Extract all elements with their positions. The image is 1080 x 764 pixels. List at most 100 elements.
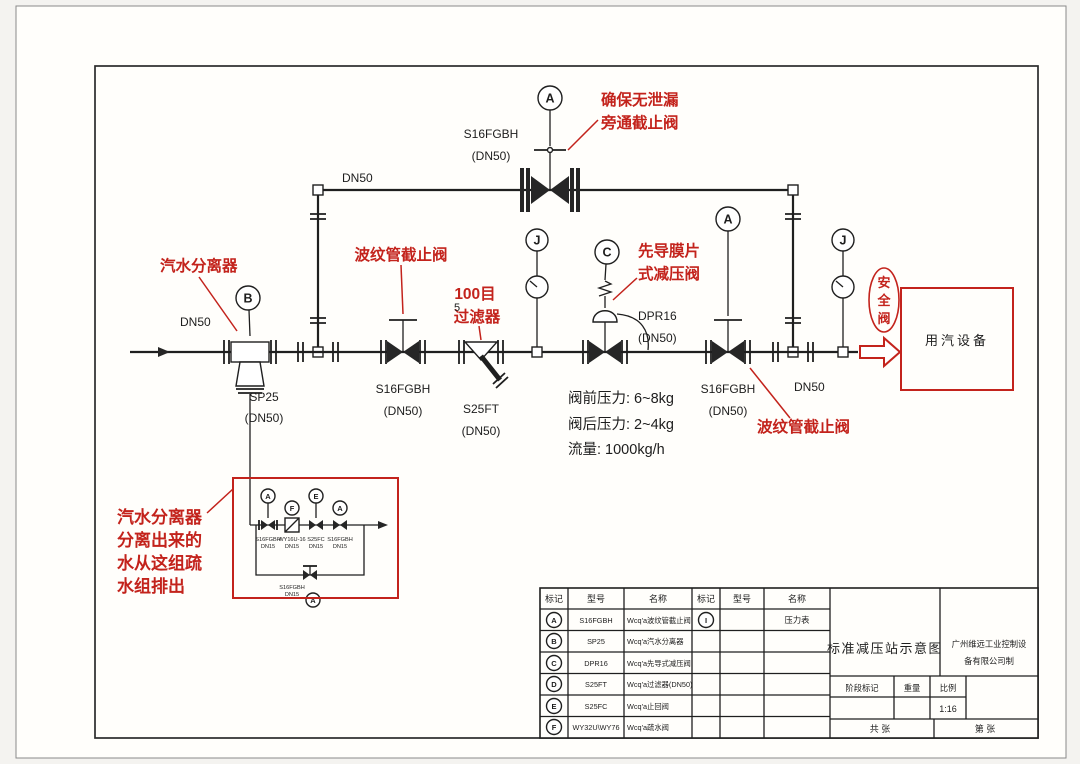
label-pressure-before: 阀前压力: 6~8kg bbox=[568, 390, 674, 407]
svg-text:S25FC: S25FC bbox=[585, 702, 608, 711]
svg-text:Wcq'a汽水分离器: Wcq'a汽水分离器 bbox=[627, 637, 684, 646]
drawing-title: 标准减压站示意图 bbox=[827, 641, 943, 656]
note-drain-line1: 汽水分离器 bbox=[117, 507, 203, 527]
label-separator-size: (DN50) bbox=[245, 411, 284, 425]
leader-prv-note bbox=[612, 277, 638, 301]
label-bypass-valve-size: (DN50) bbox=[472, 149, 511, 163]
svg-text:F: F bbox=[552, 723, 557, 732]
legend-header-model: 型号 bbox=[587, 594, 605, 604]
legend-header-name: 名称 bbox=[649, 593, 667, 604]
svg-text:I: I bbox=[705, 616, 707, 625]
legend-row: I 压力表 bbox=[697, 611, 810, 629]
drain-marker-1: A bbox=[265, 492, 271, 501]
label-pressure-after: 阀后压力: 2~4kg bbox=[568, 416, 674, 433]
label-dn50-outlet: DN50 bbox=[794, 380, 825, 394]
marker-letter-gauge-right: J bbox=[840, 234, 847, 248]
svg-text:DPR16: DPR16 bbox=[584, 659, 608, 668]
marker-letter-separator: B bbox=[243, 292, 252, 306]
drain-label-2: WY16U-16 bbox=[278, 537, 305, 543]
leader-separator-note bbox=[198, 276, 238, 332]
weight-label: 重量 bbox=[904, 683, 921, 693]
drain-marker-4: A bbox=[337, 504, 343, 513]
scale-label: 比例 bbox=[940, 683, 957, 693]
svg-text:Wcq'a先导式减压阀: Wcq'a先导式减压阀 bbox=[627, 659, 691, 668]
company-name-line1: 广州维远工业控制设 bbox=[952, 639, 1027, 649]
note-safety-3: 阀 bbox=[877, 311, 890, 326]
outlet-section: DN50 J 安 全 阀 用汽设备 bbox=[794, 228, 1014, 394]
label-strainer-extra: 5 bbox=[454, 302, 460, 314]
legend-row: E S25FC Wcq'a止回阀 bbox=[545, 697, 669, 715]
sheet-number: 第 张 bbox=[975, 723, 996, 734]
drain-marker-3: E bbox=[313, 492, 318, 501]
label-separator-model: SP25 bbox=[249, 390, 279, 404]
svg-text:B: B bbox=[551, 637, 557, 646]
svg-text:WY32U\WY76: WY32U\WY76 bbox=[572, 723, 619, 732]
svg-text:D: D bbox=[551, 680, 557, 689]
svg-text:Wcq'a疏水阀: Wcq'a疏水阀 bbox=[627, 723, 669, 732]
drain-label-4: S16FGBH bbox=[327, 537, 353, 543]
leader-valve2-note bbox=[749, 367, 791, 419]
label-dn50-bypass: DN50 bbox=[342, 171, 373, 185]
label-valve1-model: S16FGBH bbox=[376, 382, 431, 396]
right-stop-valve: A S16FGBH (DN50) 波纹管截止阀 bbox=[701, 206, 850, 436]
inlet-arrow-icon bbox=[158, 347, 170, 357]
separator-pot-icon bbox=[235, 361, 265, 387]
drain-label-1: S16FGBH bbox=[255, 537, 281, 543]
label-equipment: 用汽设备 bbox=[925, 333, 989, 348]
drain-marker-5: A bbox=[310, 596, 316, 605]
legend-row: F WY32U\WY76 Wcq'a疏水阀 bbox=[545, 718, 669, 736]
leader-strainer-note bbox=[478, 325, 482, 341]
legend2-header-model: 型号 bbox=[733, 594, 751, 604]
drain-label-1s: DN15 bbox=[261, 544, 275, 550]
svg-text:C: C bbox=[551, 659, 557, 668]
drain-label-5: S16FGBH bbox=[279, 585, 305, 591]
label-strainer-model: S25FT bbox=[463, 402, 500, 416]
marker-letter-valve2: A bbox=[723, 213, 732, 227]
note-prv-line1: 先导膜片 bbox=[638, 241, 700, 260]
marker-circle-gauge-right bbox=[831, 228, 855, 252]
separator-assembly: B 汽水分离器 SP25 (DN50) bbox=[160, 256, 283, 425]
diaphragm-actuator-icon bbox=[592, 310, 618, 323]
legend-header-mark: 标记 bbox=[545, 593, 563, 604]
stage-mark-label: 阶段标记 bbox=[845, 683, 878, 693]
drain-label-4s: DN15 bbox=[333, 544, 347, 550]
note-prv-line2: 式减压阀 bbox=[638, 264, 700, 283]
equipment-box bbox=[900, 287, 1014, 391]
note-separator: 汽水分离器 bbox=[160, 256, 238, 275]
svg-text:Wcq'a止回阀: Wcq'a止回阀 bbox=[627, 702, 669, 711]
svg-text:S25FT: S25FT bbox=[585, 680, 607, 689]
leader-drain-note bbox=[206, 488, 234, 514]
svg-text:S16FGBH: S16FGBH bbox=[579, 616, 612, 625]
note-drain-line3: 水从这组疏 bbox=[117, 553, 202, 573]
note-safety-2: 全 bbox=[876, 293, 891, 308]
company-name-line2: 备有限公司制 bbox=[964, 656, 1014, 666]
note-bypass-line1: 确保无泄漏 bbox=[601, 90, 679, 109]
outlet-arrow-icon bbox=[859, 335, 902, 369]
title-block: 标记 型号 名称 A S16FGBH Wcq'a波纹管截止阀 B SP25 Wc… bbox=[539, 587, 1039, 739]
drain-label-5s: DN15 bbox=[285, 592, 299, 598]
label-valve2-size: (DN50) bbox=[709, 404, 748, 418]
marker-letter-prv: C bbox=[602, 246, 611, 260]
svg-text:E: E bbox=[551, 702, 556, 711]
drain-highlight-box bbox=[232, 477, 399, 599]
marker-circle-separator bbox=[235, 285, 261, 311]
pilot-line bbox=[616, 313, 649, 351]
scale-value: 1:16 bbox=[939, 704, 957, 714]
note-safety-1: 安 bbox=[877, 275, 890, 290]
label-valve1-size: (DN50) bbox=[384, 404, 423, 418]
marker-letter-bypass-valve: A bbox=[545, 92, 554, 106]
note-valve1: 波纹管截止阀 bbox=[354, 245, 447, 264]
strainer-body-icon bbox=[463, 341, 499, 362]
leader-bypass-note bbox=[567, 119, 599, 151]
drain-label-3s: DN15 bbox=[309, 544, 323, 550]
label-strainer-size: (DN50) bbox=[462, 424, 501, 438]
sheet-total: 共 张 bbox=[870, 724, 891, 734]
drain-label-3: S25FC bbox=[307, 537, 324, 543]
bypass-globe-valve-icon bbox=[520, 146, 580, 212]
label-dn50-inlet: DN50 bbox=[180, 315, 211, 329]
elbow-icon bbox=[787, 184, 799, 196]
svg-text:SP25: SP25 bbox=[587, 637, 605, 646]
label-prv-model: DPR16 bbox=[638, 309, 677, 323]
elbow-icon bbox=[312, 184, 324, 196]
